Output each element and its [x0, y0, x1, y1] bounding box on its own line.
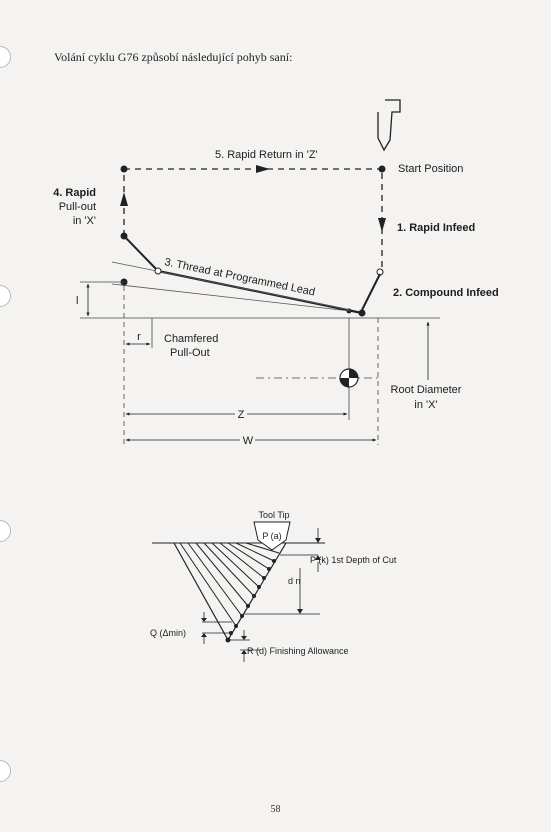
rapid-pullout-label: 4. Rapid [53, 187, 96, 199]
rapid-pullout-label: in 'X' [73, 215, 96, 227]
start-position-point [378, 165, 386, 173]
dn-label: d n [288, 576, 301, 586]
chamfer-path [123, 235, 159, 272]
rapid-return-arrow [256, 165, 270, 173]
page-number: 58 [270, 804, 281, 815]
rapid-pullout-label: Pull-out [59, 201, 96, 213]
thread-line-inner [111, 283, 351, 312]
thread-flank [227, 542, 287, 641]
point-marker [154, 267, 162, 275]
root-diameter-label: Root Diameter [391, 384, 462, 396]
cut-passes [179, 542, 280, 627]
tool-tip-icon [253, 521, 291, 551]
rapid-return-label: 5. Rapid Return in 'Z' [215, 149, 318, 161]
w-label: W [243, 435, 254, 447]
r-label: r [137, 331, 141, 343]
root-diameter-label: in 'X' [414, 399, 437, 411]
rapid-infeed-arrow [378, 218, 386, 232]
compound-infeed-path [361, 273, 381, 311]
chamfered-pullout-label: Chamfered [164, 333, 218, 345]
rapid-infeed-label: 1. Rapid Infeed [397, 222, 475, 234]
r-finishing-label: R (d) Finishing Allowance [247, 646, 349, 656]
chamfered-pullout-label: Pull-Out [170, 347, 210, 359]
thread-line-outer [111, 261, 351, 311]
tool-tip-label: Tool Tip [258, 510, 289, 520]
thread-flank [173, 542, 229, 641]
q-label: Q (Δmin) [150, 628, 186, 638]
intro-text: Volání cyklu G76 způsobí následující poh… [54, 50, 293, 64]
tool-holder-icon [377, 99, 401, 152]
p-a-label: P (a) [262, 531, 281, 541]
point-marker [120, 165, 128, 173]
infeed-points [225, 559, 276, 643]
l-label: l [76, 295, 78, 307]
compound-infeed-label: 2. Compound Infeed [393, 287, 499, 299]
rapid-pullout-arrow [120, 192, 128, 206]
start-position-label: Start Position [398, 163, 463, 175]
z-label: Z [238, 409, 245, 421]
p-k-label: P (k) 1st Depth of Cut [310, 555, 397, 565]
